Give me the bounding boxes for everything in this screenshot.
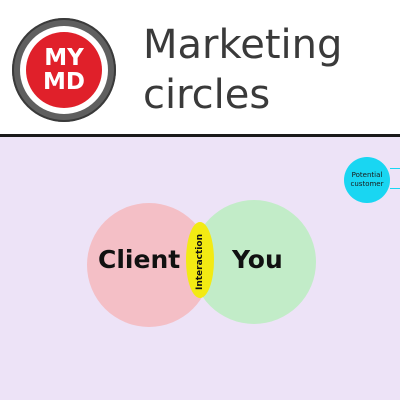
client-label: Client [98,245,181,274]
header-divider [0,134,400,137]
potential-customer-circle: Potential customer [344,157,390,203]
potential-label-line1: Potential [351,171,383,179]
page-title: Marketing circles [143,20,342,120]
connector-line [390,188,400,189]
logo-core: MY MD [26,32,102,108]
logo-text-line2: MD [43,69,85,95]
potential-label-line2: customer [350,180,384,188]
title-line1: Marketing [143,22,343,68]
header: MY MD Marketing circles [0,0,400,134]
interaction-label: Interaction [195,234,205,290]
mymd-logo: MY MD [12,18,116,122]
you-label: You [232,245,283,274]
logo-text-line1: MY [44,45,84,71]
interaction-overlap [186,222,214,298]
title-line2: circles [143,72,271,118]
connector-line [390,168,400,169]
